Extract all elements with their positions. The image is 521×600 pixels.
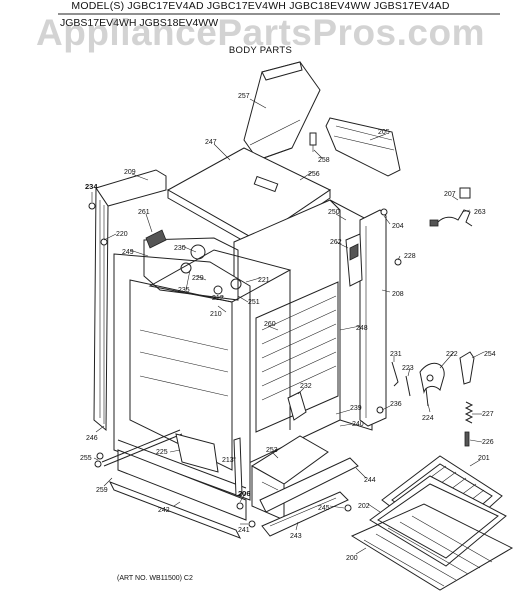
section-title: BODY PARTS bbox=[228, 45, 293, 56]
screw-204-part bbox=[380, 208, 388, 216]
label-225: 225 bbox=[156, 449, 168, 456]
label-251: 251 bbox=[248, 299, 260, 306]
label-250: 250 bbox=[328, 209, 340, 216]
cooktop-lid-part bbox=[243, 61, 321, 161]
label-201: 201 bbox=[478, 455, 490, 462]
oven-rack-part bbox=[350, 503, 514, 591]
label-208: 208 bbox=[392, 291, 404, 298]
screw-234-part bbox=[88, 202, 96, 210]
label-222: 222 bbox=[446, 351, 458, 358]
part-number-labels: 257 205 247 258 256 209 234 207 263 250 … bbox=[80, 93, 496, 562]
label-240: 240 bbox=[352, 421, 364, 428]
label-259: 259 bbox=[96, 487, 108, 494]
label-231: 231 bbox=[390, 351, 402, 358]
label-209: 209 bbox=[124, 169, 136, 176]
backsplash-part bbox=[325, 117, 401, 177]
label-213: 213 bbox=[222, 457, 234, 464]
label-224: 224 bbox=[422, 415, 434, 422]
right-side-panel-part bbox=[359, 209, 387, 427]
watermark-text: AppliancePartsPros.com bbox=[36, 12, 485, 53]
strip-213-part bbox=[233, 437, 243, 497]
leveling-rod-part bbox=[94, 429, 183, 468]
screw-206-part bbox=[236, 502, 244, 510]
label-221: 221 bbox=[258, 277, 270, 284]
label-204: 204 bbox=[392, 223, 404, 230]
label-202: 202 bbox=[358, 503, 370, 510]
art-number: (ART NO. WB11500) C2 bbox=[117, 575, 193, 582]
label-253: 253 bbox=[266, 447, 278, 454]
drawer-rail-part bbox=[261, 491, 349, 537]
base-rail-part bbox=[108, 481, 242, 539]
label-212: 212 bbox=[212, 295, 224, 302]
label-257: 257 bbox=[238, 93, 250, 100]
label-223: 223 bbox=[402, 365, 414, 372]
label-239: 239 bbox=[350, 405, 362, 412]
label-243: 243 bbox=[290, 533, 302, 540]
label-242: 242 bbox=[158, 507, 170, 514]
broiler-insert-part bbox=[369, 475, 507, 567]
bracket-232-part bbox=[287, 391, 307, 421]
kickboard-part bbox=[259, 457, 359, 513]
label-246: 246 bbox=[86, 435, 98, 442]
label-244: 244 bbox=[364, 477, 376, 484]
clip-236-part bbox=[376, 406, 384, 414]
label-263: 263 bbox=[474, 209, 486, 216]
label-210: 210 bbox=[210, 311, 222, 318]
label-255: 255 bbox=[80, 455, 92, 462]
label-207: 207 bbox=[444, 191, 456, 198]
label-262: 262 bbox=[330, 239, 342, 246]
label-232: 232 bbox=[300, 383, 312, 390]
bracket-261-part bbox=[145, 229, 167, 249]
screw-228-part bbox=[394, 258, 402, 266]
broiler-plate-part bbox=[175, 433, 219, 473]
label-241: 241 bbox=[238, 527, 250, 534]
screw-255-part bbox=[96, 452, 104, 460]
left-side-panel-part bbox=[93, 169, 167, 432]
model-list-line-2: JGBS17EV4WH JGBS18EV4WW bbox=[60, 17, 219, 29]
wire-harness-263-part bbox=[429, 187, 473, 227]
label-227: 227 bbox=[482, 411, 494, 418]
label-261: 261 bbox=[138, 209, 150, 216]
screw-258-part bbox=[309, 132, 317, 152]
label-236: 236 bbox=[390, 401, 402, 408]
pin-226-part bbox=[464, 431, 470, 447]
label-206: 206 bbox=[238, 489, 251, 498]
label-254: 254 bbox=[484, 351, 496, 358]
part-224 bbox=[425, 387, 429, 407]
label-256: 256 bbox=[308, 171, 320, 178]
label-245: 245 bbox=[318, 505, 330, 512]
label-205: 205 bbox=[378, 129, 390, 136]
hinge-arm-254-part bbox=[459, 351, 475, 385]
label-248: 248 bbox=[356, 325, 368, 332]
label-235: 235 bbox=[178, 287, 190, 294]
label-229: 229 bbox=[192, 275, 204, 282]
spring-227-part bbox=[464, 401, 474, 424]
label-230: 230 bbox=[174, 245, 186, 252]
label-258: 258 bbox=[318, 157, 330, 164]
label-247: 247 bbox=[205, 139, 217, 146]
label-220: 220 bbox=[116, 231, 128, 238]
label-234: 234 bbox=[85, 182, 98, 191]
model-list-line-1: MODEL(S) JGBC17EV4AD JGBC17EV4WH JGBC18E… bbox=[71, 0, 450, 12]
label-228: 228 bbox=[404, 253, 416, 260]
lever-231-part bbox=[391, 361, 399, 387]
label-260: 260 bbox=[264, 321, 276, 328]
label-226: 226 bbox=[482, 439, 494, 446]
label-200: 200 bbox=[346, 555, 358, 562]
screw-241-part bbox=[248, 520, 256, 528]
screw-245-part bbox=[344, 504, 352, 512]
screw-220-part bbox=[100, 238, 108, 246]
leader-lines bbox=[91, 98, 485, 555]
bracket-262-part bbox=[345, 233, 363, 287]
label-249: 249 bbox=[122, 249, 134, 256]
lever-223-part bbox=[405, 375, 411, 397]
